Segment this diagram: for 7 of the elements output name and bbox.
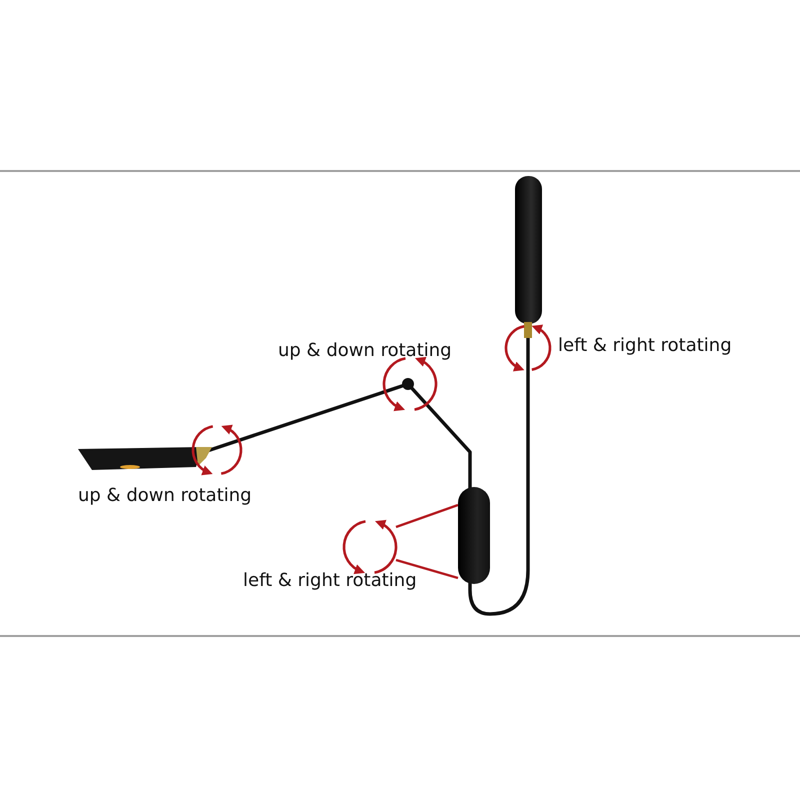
rotation-label: left & right rotating bbox=[558, 334, 732, 358]
rotation-label: up & down rotating bbox=[278, 339, 452, 363]
leader-line bbox=[396, 558, 458, 580]
rotation-label: up & down rotating bbox=[78, 484, 252, 508]
rotation-label: left & right rotating bbox=[243, 569, 417, 593]
leader-line bbox=[396, 504, 458, 528]
wall-plate bbox=[458, 487, 490, 584]
